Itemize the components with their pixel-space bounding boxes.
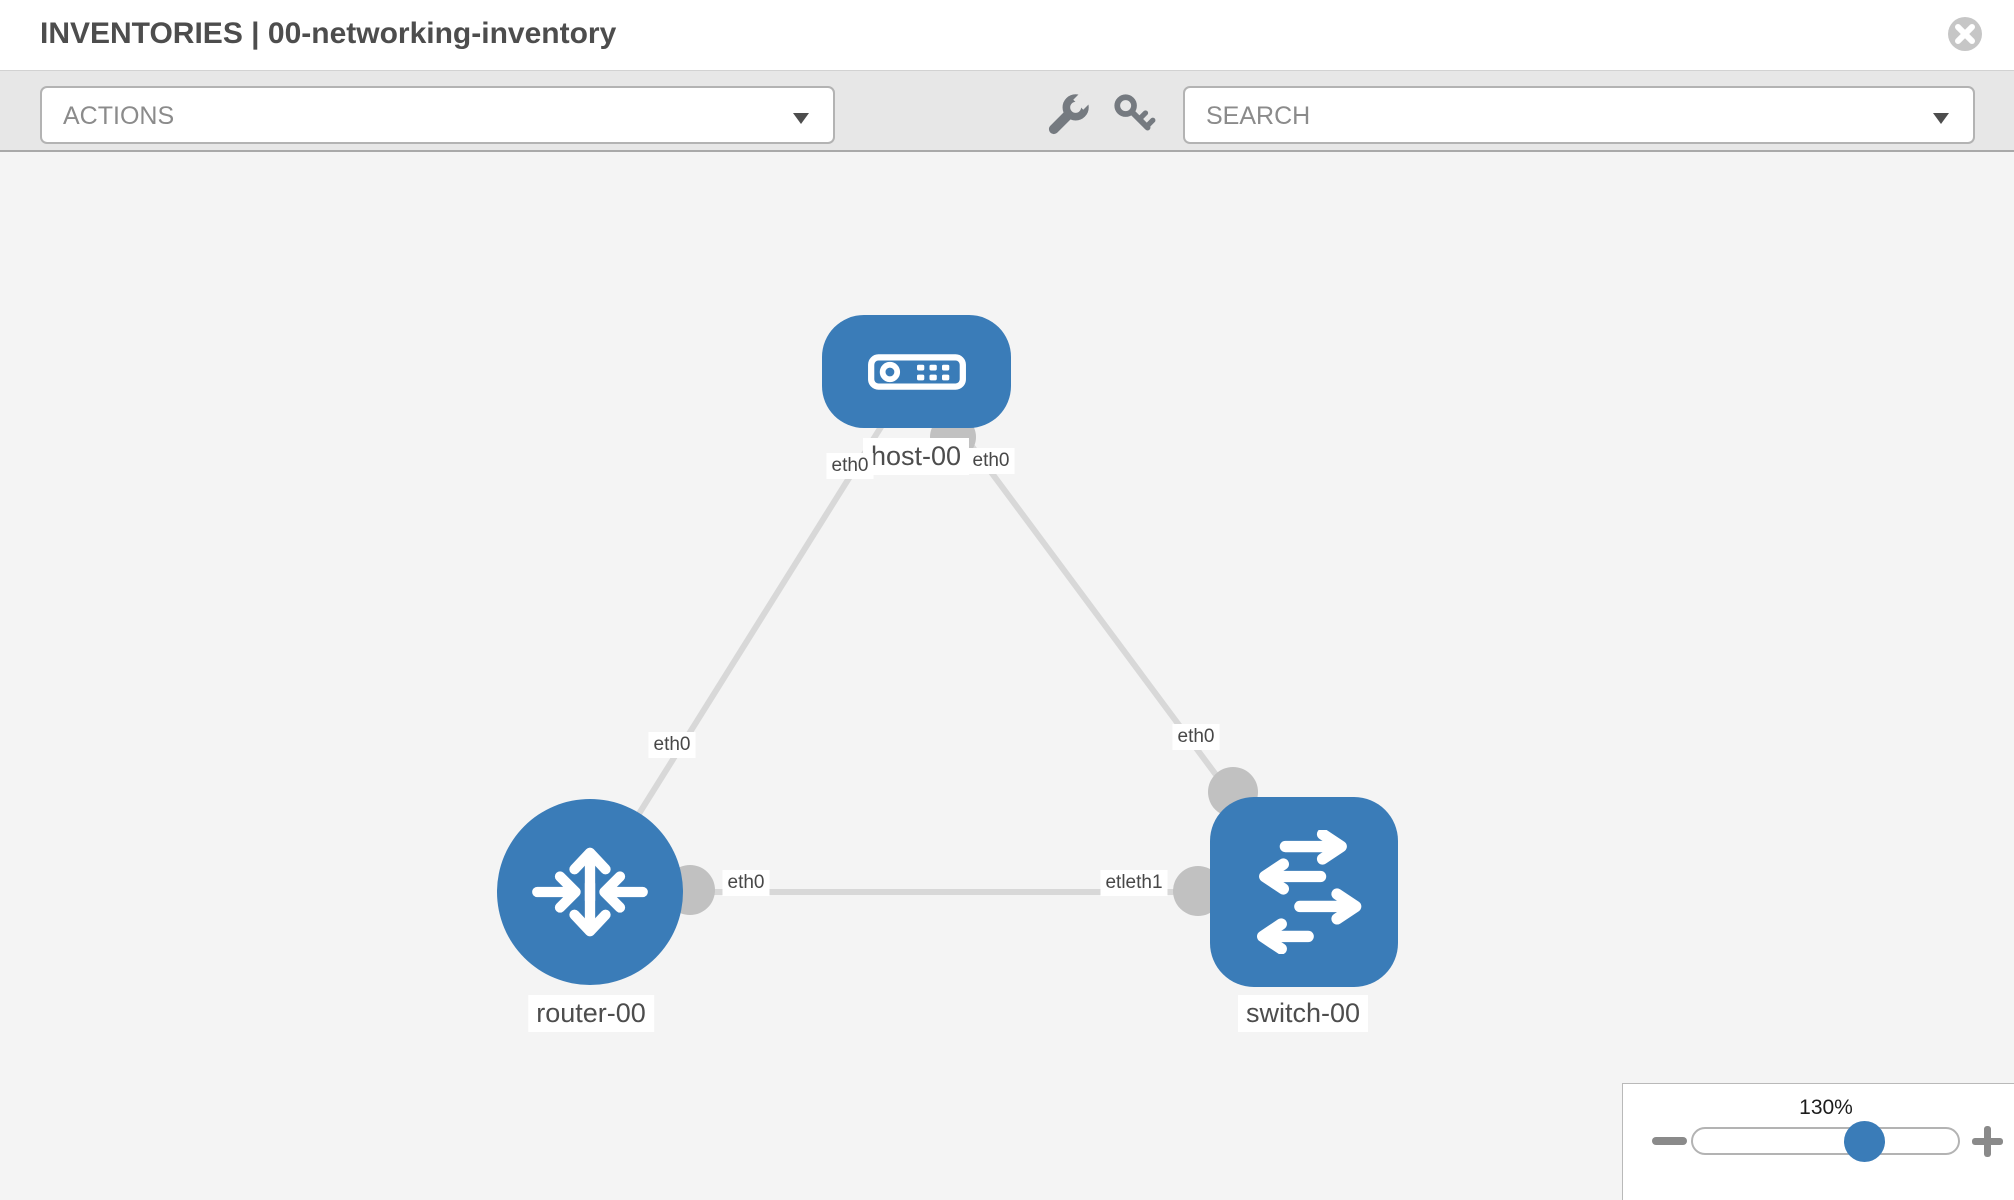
node-host-00[interactable] — [822, 315, 1011, 428]
key-icon — [1114, 94, 1156, 131]
node-label-switch: switch-00 — [1237, 995, 1369, 1032]
zoom-level-value: 130% — [1799, 1096, 1853, 1119]
actions-dropdown[interactable]: ACTIONS — [40, 86, 835, 144]
search-dropdown[interactable]: SEARCH — [1183, 86, 1975, 144]
caret-down-icon — [793, 113, 809, 124]
zoom-in-button[interactable] — [1972, 1126, 2003, 1157]
search-dropdown-label: SEARCH — [1206, 102, 1311, 130]
router-icon — [532, 847, 648, 937]
topology-links-layer — [587, 369, 1306, 916]
node-label-router: router-00 — [528, 995, 654, 1032]
interface-label: eth0 — [967, 448, 1015, 474]
wrench-icon — [1048, 89, 1094, 135]
page-title: INVENTORIES | 00-networking-inventory — [40, 17, 617, 50]
host-icon — [867, 353, 966, 390]
node-label-host: host-00 — [862, 438, 970, 475]
topology-canvas[interactable]: host-00 router-00 switch-00 eth0 eth0 et… — [0, 152, 2014, 1200]
configure-button[interactable] — [1044, 89, 1094, 139]
header: INVENTORIES | 00-networking-inventory — [0, 0, 2014, 70]
switch-icon — [1256, 830, 1362, 954]
interface-label: eth0 — [722, 870, 770, 896]
zoom-slider-track[interactable] — [1691, 1127, 1960, 1155]
zoom-out-button[interactable] — [1652, 1137, 1687, 1145]
actions-dropdown-label: ACTIONS — [63, 102, 175, 130]
zoom-control-panel: 130% — [1622, 1083, 2014, 1200]
interface-label: eth0 — [648, 732, 696, 758]
interface-label: eth0 — [1172, 724, 1220, 750]
close-icon — [1948, 17, 1982, 51]
toolbar: ACTIONS SEARCH — [0, 70, 2014, 152]
interface-label: eth0 — [826, 453, 874, 479]
node-switch-00[interactable] — [1210, 797, 1398, 987]
zoom-slider-thumb[interactable] — [1844, 1121, 1885, 1162]
close-button[interactable] — [1947, 16, 1983, 52]
credentials-button[interactable] — [1110, 91, 1158, 139]
interface-label: etleth1 — [1100, 870, 1168, 896]
node-router-00[interactable] — [497, 799, 683, 985]
caret-down-icon — [1933, 113, 1949, 124]
